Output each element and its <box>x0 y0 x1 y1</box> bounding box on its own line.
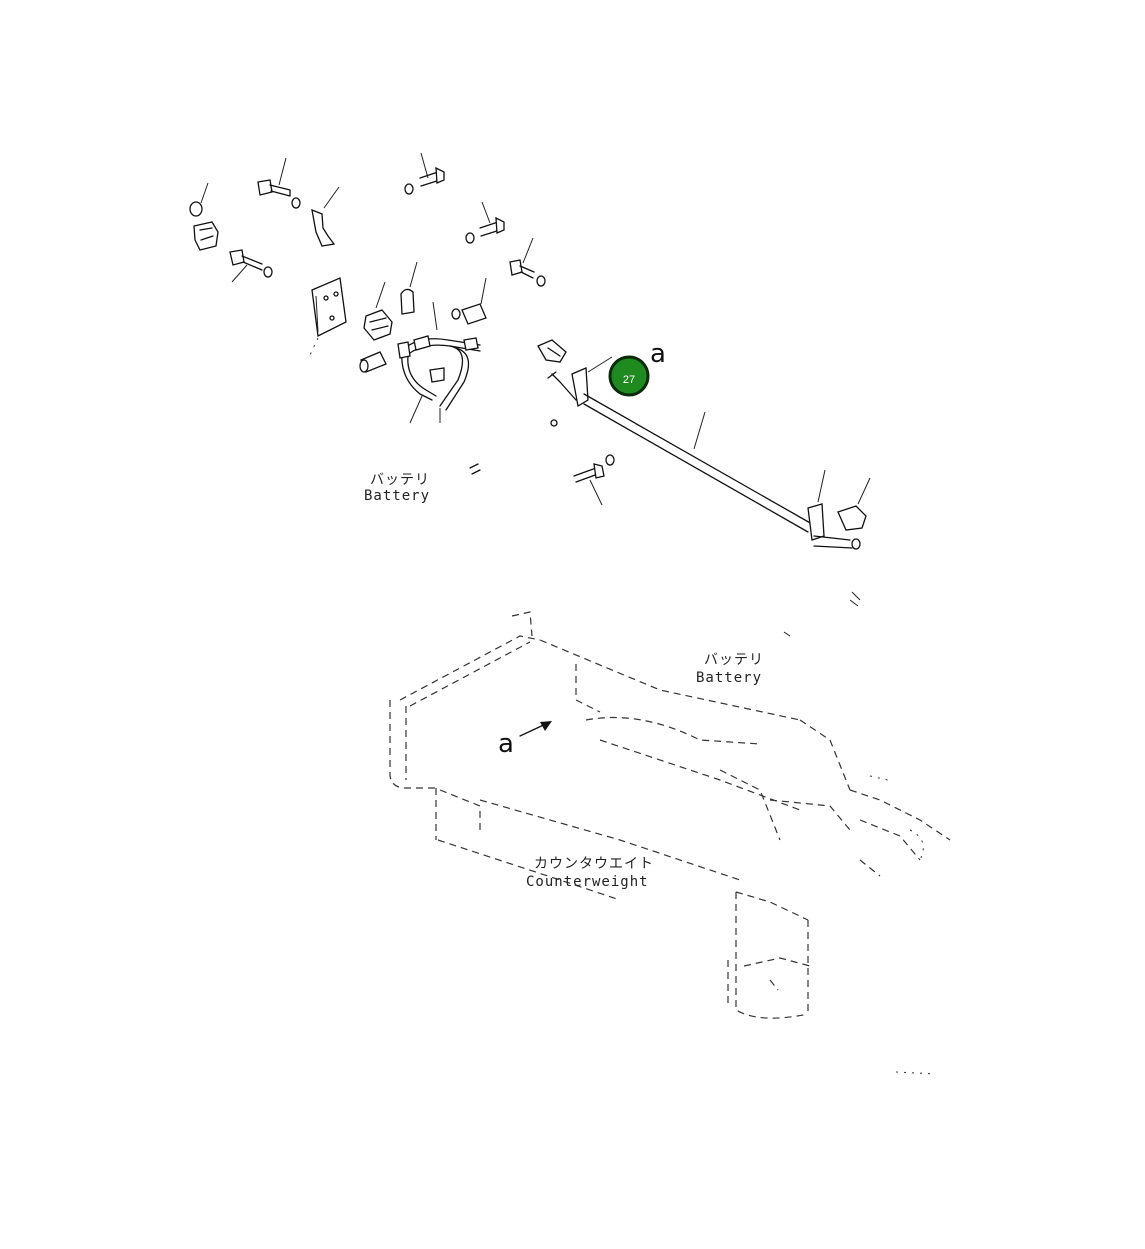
cable-clip <box>451 277 487 325</box>
battery-en-label: Battery <box>364 488 430 504</box>
upper-exploded-assembly: バッテリ Battery <box>189 152 871 637</box>
mounting-plate <box>309 277 347 356</box>
clamp-bracket-left <box>189 182 219 251</box>
relay-switch <box>363 281 393 341</box>
bolt-4 <box>509 237 546 287</box>
counterweight-jp-label: カウンタウエイト <box>534 856 654 872</box>
view-marker-a-top: a <box>650 339 666 369</box>
bolt-1 <box>257 157 301 209</box>
machine-frame-context <box>389 611 951 1019</box>
terminal-cap <box>400 261 418 315</box>
fragment-2 <box>783 631 791 637</box>
battery-cable <box>397 301 481 424</box>
callout-number[interactable]: 27 <box>623 374 635 386</box>
bolt-6 <box>573 454 615 506</box>
battery-label-upper: バッテリ Battery <box>364 463 481 504</box>
callout-badge-27[interactable]: 27 <box>608 355 650 397</box>
drawing-number-fragment <box>895 1071 937 1075</box>
terminal-clamp <box>537 339 567 363</box>
terminal-boot <box>359 351 387 373</box>
battery-jp-label: バッテリ <box>370 472 430 488</box>
mounting-bracket <box>311 186 340 247</box>
bolt-3 <box>465 201 505 244</box>
battery-jp-label-mid: バッテリ <box>704 652 764 668</box>
counterweight-en-label: Counterweight <box>526 874 649 890</box>
battery-en-label-mid: Battery <box>696 670 762 686</box>
view-marker-a-bottom: a <box>498 729 514 759</box>
fragment-1 <box>849 591 861 607</box>
callout-circle[interactable] <box>608 355 650 397</box>
bolt-5 <box>229 249 273 283</box>
view-arrow: a <box>498 721 552 759</box>
bolt-2 <box>404 152 445 195</box>
battery-holder-rod <box>547 356 871 550</box>
